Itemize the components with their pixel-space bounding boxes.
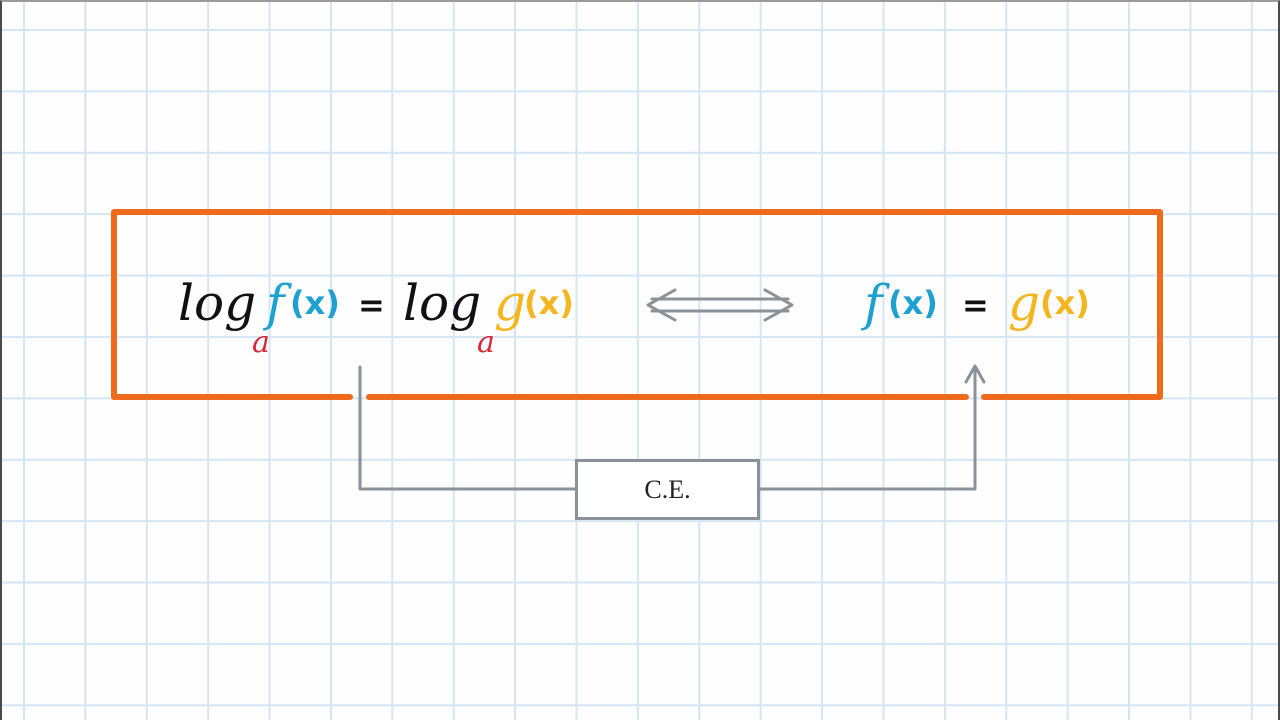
log-text-1: log [178,274,256,332]
g-argument-2: (x) [1040,284,1090,322]
arrow-up-icon [964,364,986,384]
highlight-frame [111,209,1163,400]
condition-connector [358,364,986,491]
left-equation: log a f (x) = log a g (x) [178,274,574,360]
f-symbol-1: f [262,274,292,332]
equivalence-arrow-icon [646,288,794,322]
right-equation: f (x) = g (x) [860,274,1090,332]
log-base-1: a [252,325,270,360]
f-argument-2: (x) [888,284,938,322]
g-argument-1: (x) [524,284,574,322]
g-symbol-2: g [1008,274,1040,332]
equals-sign-1: = [358,286,385,324]
log-base-2: a [477,325,495,360]
g-symbol-1: g [494,274,526,332]
f-argument-1: (x) [290,284,340,322]
existence-condition-label: C.E. [644,474,691,504]
equals-sign-2: = [962,286,989,324]
existence-condition-box: C.E. [575,459,760,520]
f-symbol-2: f [860,274,890,332]
log-text-2: log [403,274,481,332]
